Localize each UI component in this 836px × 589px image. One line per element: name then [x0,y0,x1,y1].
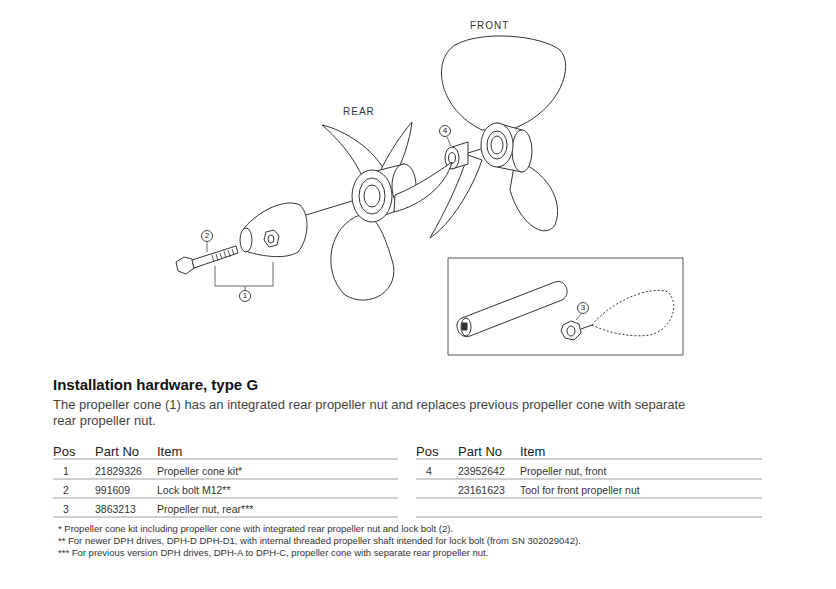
table-cell: Tool for front propeller nut [520,484,640,496]
shaft-line [581,325,592,329]
cone-nut [268,235,274,243]
lock-bolt [176,257,194,274]
table-cell: 23952642 [458,465,505,477]
rear-hub [352,170,392,222]
shaft-line [306,201,352,215]
table-cell: 4 [426,465,432,477]
leader-line [576,314,581,320]
callout-number: 2 [201,230,213,242]
table-cell: Lock bolt M12** [157,484,231,496]
nut-tool [457,281,567,336]
table-cell: Propeller nut, front [520,465,606,477]
callout-number: 1 [239,290,251,302]
rear-blade [331,215,394,300]
table-cell: 1 [63,465,69,477]
cone-nut [264,230,279,247]
table-cell: Propeller nut, rear*** [157,503,253,515]
footnote: * Propeller cone kit including propeller… [58,523,798,534]
lock-bolt [192,246,238,268]
callout-text: 4 [443,127,447,135]
table-header: Item [157,444,182,459]
rear-blade [394,162,452,212]
table-cell: 23161623 [458,484,505,496]
callout-number: 4 [439,125,451,137]
rear-nut [567,326,575,336]
rear-nut [561,321,581,340]
table-cell: Propeller cone kit* [157,465,242,477]
rear-hub [359,178,385,214]
table-cell: 3863213 [95,503,136,515]
front-blade [441,36,565,130]
description: The propeller cone (1) has an integrated… [53,397,703,429]
callout-number: 3 [577,302,589,314]
rear-hub [364,185,380,207]
table-cell: 2 [63,484,69,496]
table-cell: 21829326 [95,465,142,477]
table-header: Part No [95,444,139,459]
leader-line [207,242,208,252]
nut-tool [462,323,467,330]
bracket [215,262,273,286]
footnote: ** For newer DPH drives, DPH-D DPH-D1, w… [58,535,798,546]
front-hub [481,123,513,167]
propeller-cone [240,228,252,252]
table-header: Pos [53,444,75,459]
callout-text: 1 [243,292,247,300]
callout-text: 2 [205,232,209,240]
table-header: Item [520,444,545,459]
section-title: Installation hardware, type G [53,376,258,393]
table-header: Pos [416,444,438,459]
propeller-cone [244,203,307,257]
inset-frame [448,258,683,355]
nut-tool [461,318,471,336]
front-hub [491,136,503,154]
cone-outline [592,290,674,335]
front-hub [487,131,507,159]
callout-text: 3 [581,304,585,312]
front-hub [512,130,532,172]
table-header: Part No [458,444,502,459]
view-label: FRONT [470,20,509,31]
rear-blade [322,125,385,176]
leader-line [447,137,451,146]
table-cell: 991609 [95,484,130,496]
view-label: REAR [343,106,375,117]
footnote: *** For previous version DPH drives, DPH… [58,547,798,558]
table-cell: 3 [63,503,69,515]
shaft-line [468,149,481,153]
